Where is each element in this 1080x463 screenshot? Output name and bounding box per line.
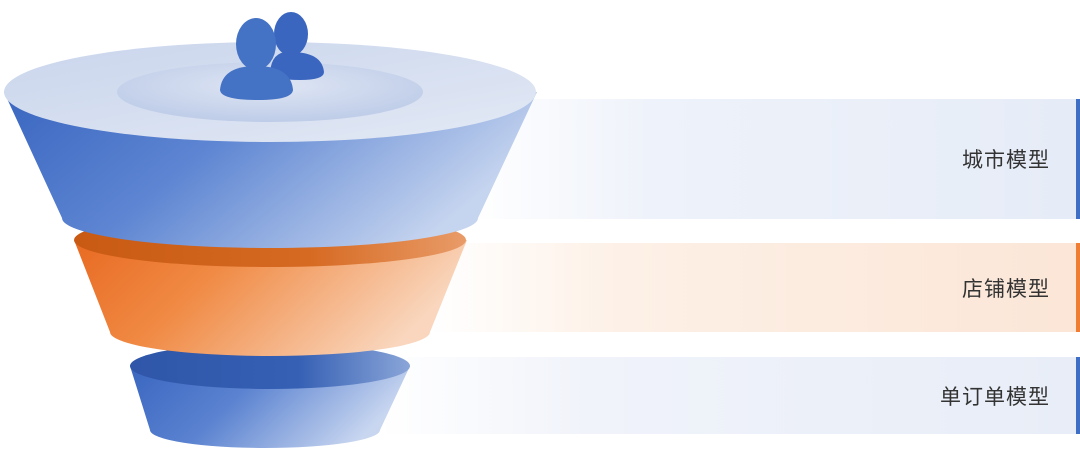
funnel-level-3: [130, 343, 410, 448]
level-band-2: 店铺模型: [430, 243, 1080, 332]
funnel-graphic: [4, 12, 537, 448]
level-band-1: 城市模型: [470, 99, 1080, 219]
level-label-3: 单订单模型: [940, 384, 1050, 409]
level-label-1: 城市模型: [962, 148, 1050, 172]
users-icon: [220, 12, 324, 100]
level-label-2: 店铺模型: [962, 276, 1050, 301]
level-band-3: 单订单模型: [380, 357, 1080, 434]
